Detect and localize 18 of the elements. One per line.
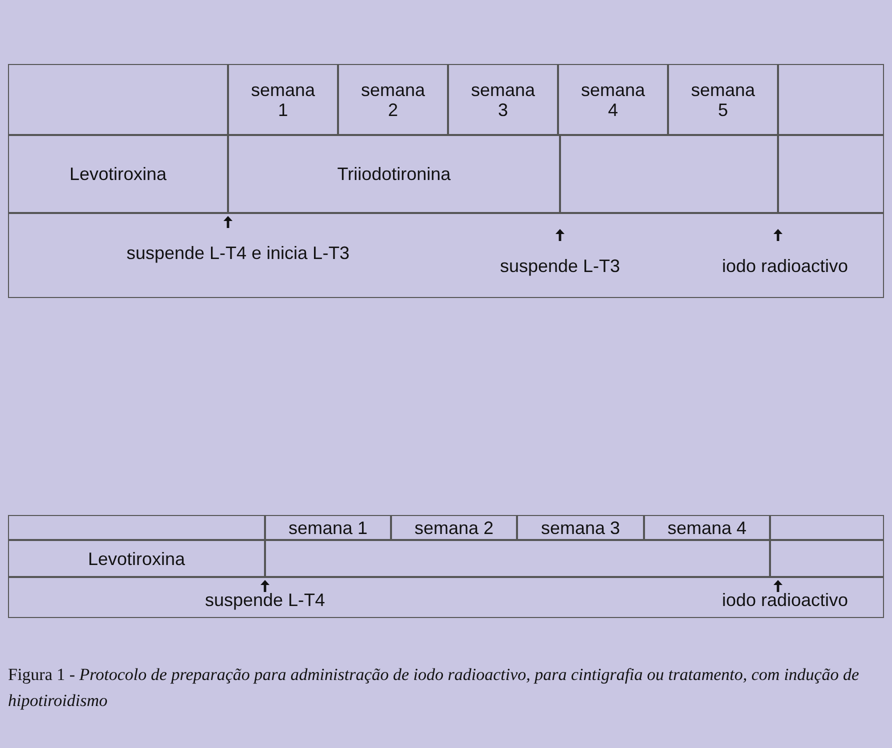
table-text: semana 2: [360, 80, 426, 120]
table-text: semana 2: [414, 518, 494, 538]
event-text: suspende L-T4: [204, 590, 326, 610]
table-text: semana 1: [288, 518, 368, 538]
table-text: semana 5: [690, 80, 756, 120]
table-text: semana 4: [667, 518, 747, 538]
table-text: Levotiroxina: [88, 548, 186, 568]
figure-caption: Figura 1 - Protocolo de preparação para administração de iodo radioactivo, para cintigrafia ou tratamento, com indução de hipotiroidismo: [8, 664, 860, 712]
event-text: suspende L-T4 e inicia L-T3: [125, 243, 351, 263]
event-text: iodo radioactivo: [720, 256, 850, 276]
table-text: Levotiroxina: [69, 164, 167, 184]
table-text: semana 4: [580, 80, 646, 120]
event-text: iodo radioactivo: [720, 590, 850, 610]
table-text: semana 3: [540, 518, 620, 538]
table-text: semana 3: [470, 80, 536, 120]
table-text: semana 1: [250, 80, 316, 120]
table-text: Triiodotironina: [337, 164, 451, 184]
event-text: suspende L-T3: [498, 256, 622, 276]
